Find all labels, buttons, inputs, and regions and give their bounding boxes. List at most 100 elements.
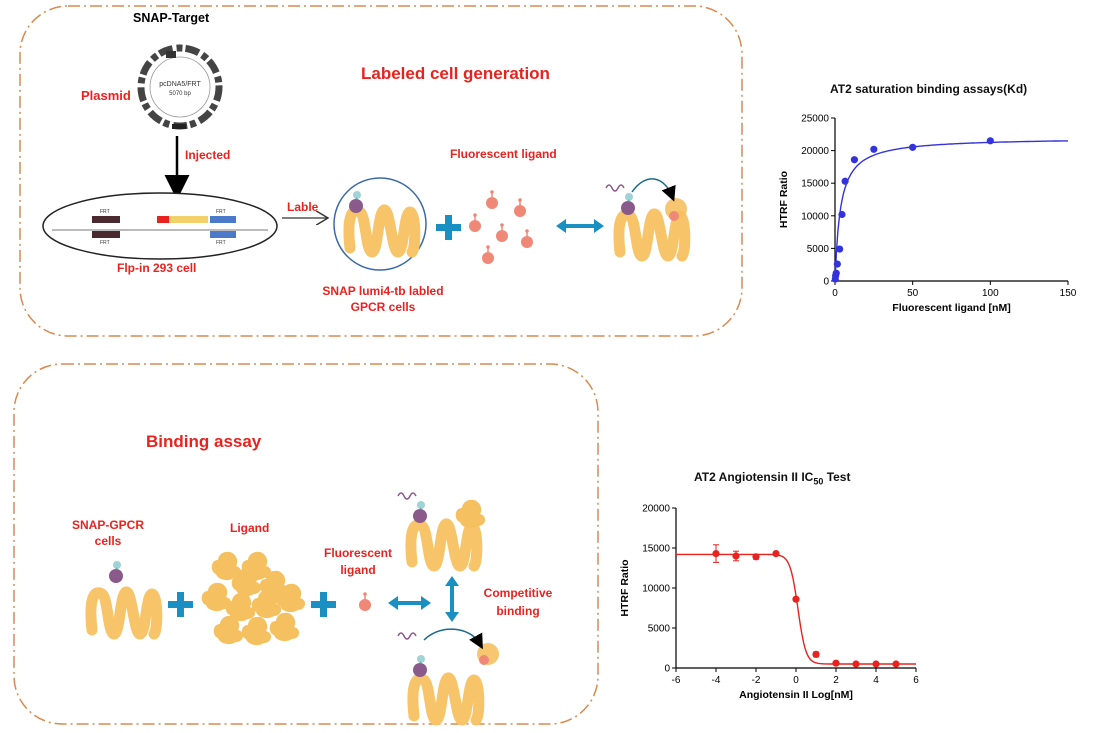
emission-wave-top: [605, 184, 625, 192]
competitor-ligand-bound: [455, 499, 486, 529]
fluor-label-1: Fluorescent: [323, 546, 392, 560]
cell-label: Flp-in 293 cell: [117, 261, 197, 275]
ic50-x-tick-label: -4: [712, 675, 721, 686]
frt-block-left-2: [92, 231, 120, 238]
tag-bottom-2: [412, 500, 428, 524]
plasmid-label: Plasmid: [81, 88, 131, 103]
panel-binding-assay: [13, 363, 599, 725]
receptor-bottom-2: [411, 524, 477, 566]
ligand-cluster: [201, 551, 306, 646]
ic50-x-axis-label: Angiotensin II Log[nM]: [739, 689, 853, 701]
ic50-y-tick-label: 10000: [642, 584, 670, 595]
flp-in-cell: [42, 192, 278, 260]
frt-label-3: FRT: [216, 209, 226, 215]
plasmid-name: SNAP-Target: [133, 11, 210, 25]
ic50-data-point: [792, 595, 800, 603]
tag-bottom-3: [412, 654, 428, 678]
frt-block-right-1: [210, 216, 236, 223]
chart-saturation-title: AT2 saturation binding assays(Kd): [830, 82, 1028, 96]
ic50-x-tick-label: -6: [672, 675, 681, 686]
saturation-data-point: [833, 260, 841, 268]
saturation-y-tick-label: 10000: [801, 211, 829, 222]
frt-label-4: FRT: [216, 240, 226, 246]
plus-icon-3: [311, 592, 336, 617]
ic50-data-point: [832, 659, 840, 667]
saturation-x-tick-label: 150: [1060, 288, 1077, 299]
saturation-y-tick-label: 20000: [801, 146, 829, 157]
saturation-data-point: [850, 156, 859, 164]
receptor-bottom-3: [413, 678, 479, 720]
ic50-y-tick-label: 5000: [648, 624, 671, 635]
emission-wave-bottom-2: [397, 632, 417, 640]
fluor-ligand-bottom: [358, 591, 372, 612]
receptor-bottom-1: [91, 592, 157, 634]
ic50-data-point: [752, 553, 760, 561]
chart-ic50-title-end: Test: [823, 470, 851, 484]
panel-labeled-cell-generation: [19, 5, 743, 337]
ic50-y-tick-label: 0: [664, 664, 670, 675]
saturation-x-tick-label: 50: [907, 288, 919, 299]
double-arrow-vertical: [445, 576, 459, 622]
plasmid-inner-size: 5070 bp: [169, 91, 191, 97]
saturation-y-tick-label: 0: [823, 277, 829, 288]
labeled-cells-label-1: SNAP lumi4-tb labled: [322, 284, 444, 298]
transfer-arrow-bottom: [423, 628, 483, 650]
lable-label: Lable: [287, 200, 319, 214]
fluorescent-ligand-label: Fluorescent ligand: [450, 147, 557, 161]
promoter-block: [157, 216, 169, 223]
double-arrow-2: [388, 596, 431, 610]
saturation-y-tick-label: 5000: [807, 244, 830, 255]
saturation-data-point: [836, 245, 844, 253]
frt-block-left-1: [92, 216, 120, 223]
ic50-data-point: [872, 660, 880, 668]
panel-top-title: Labeled cell generation: [361, 64, 550, 83]
ic50-x-tick-label: 0: [793, 675, 799, 686]
injected-label: Injected: [185, 148, 231, 162]
frt-label-1: FRT: [100, 209, 110, 215]
double-arrow-1: [556, 219, 604, 233]
tag-top-2: [620, 192, 636, 216]
ic50-data-point: [732, 552, 740, 560]
bound-fluor-bottom: [479, 655, 489, 665]
saturation-data-point: [909, 143, 917, 151]
fluorescent-ligand-cluster: [468, 189, 534, 265]
plus-icon-2: [168, 592, 193, 617]
saturation-data-point: [870, 145, 878, 153]
ic50-data-point: [772, 550, 780, 558]
transfer-arrow-top: [631, 178, 676, 202]
ic50-data-point: [852, 660, 860, 668]
labeled-cells-label-2: GPCR cells: [350, 300, 416, 314]
saturation-data-point: [832, 269, 840, 277]
plasmid-inner-name: pcDNA5/FRT: [159, 81, 201, 88]
saturation-y-tick-label: 15000: [801, 179, 829, 190]
saturation-x-tick-label: 100: [982, 288, 999, 299]
ic50-data-point: [892, 660, 900, 668]
saturation-y-tick-label: 25000: [801, 114, 829, 125]
ic50-x-tick-label: 6: [913, 675, 919, 686]
frt-label-2: FRT: [100, 240, 110, 246]
snap-gpcr-label-2: cells: [94, 534, 122, 548]
saturation-data-point: [838, 210, 846, 219]
ic50-data-point: [712, 550, 720, 558]
panel-bottom-title: Binding assay: [146, 432, 262, 451]
plasmid-icon: [137, 44, 223, 130]
chart-ic50-title-main: AT2 Angiotensin II IC: [694, 470, 814, 484]
saturation-data-point: [986, 137, 994, 145]
ic50-x-tick-label: -2: [752, 675, 761, 686]
ic50-y-tick-label: 15000: [642, 544, 670, 555]
ic50-fit-curve: [676, 553, 916, 665]
competitive-label-1: Competitive: [483, 586, 553, 600]
ligand-label: Ligand: [230, 521, 270, 535]
saturation-fit-curve: [834, 140, 1069, 282]
ic50-x-tick-label: 2: [833, 675, 839, 686]
competitive-label-2: binding: [496, 604, 540, 618]
saturation-x-axis-label: Fluorescent ligand [nM]: [892, 302, 1010, 314]
gene-block: [169, 216, 208, 223]
ic50-data-point: [812, 650, 820, 658]
bound-fluor-top: [669, 211, 679, 221]
chart-ic50-title: AT2 Angiotensin II IC50 Test: [694, 470, 850, 486]
tag-bottom-1: [108, 560, 124, 584]
emission-wave-bottom-1: [397, 492, 417, 500]
